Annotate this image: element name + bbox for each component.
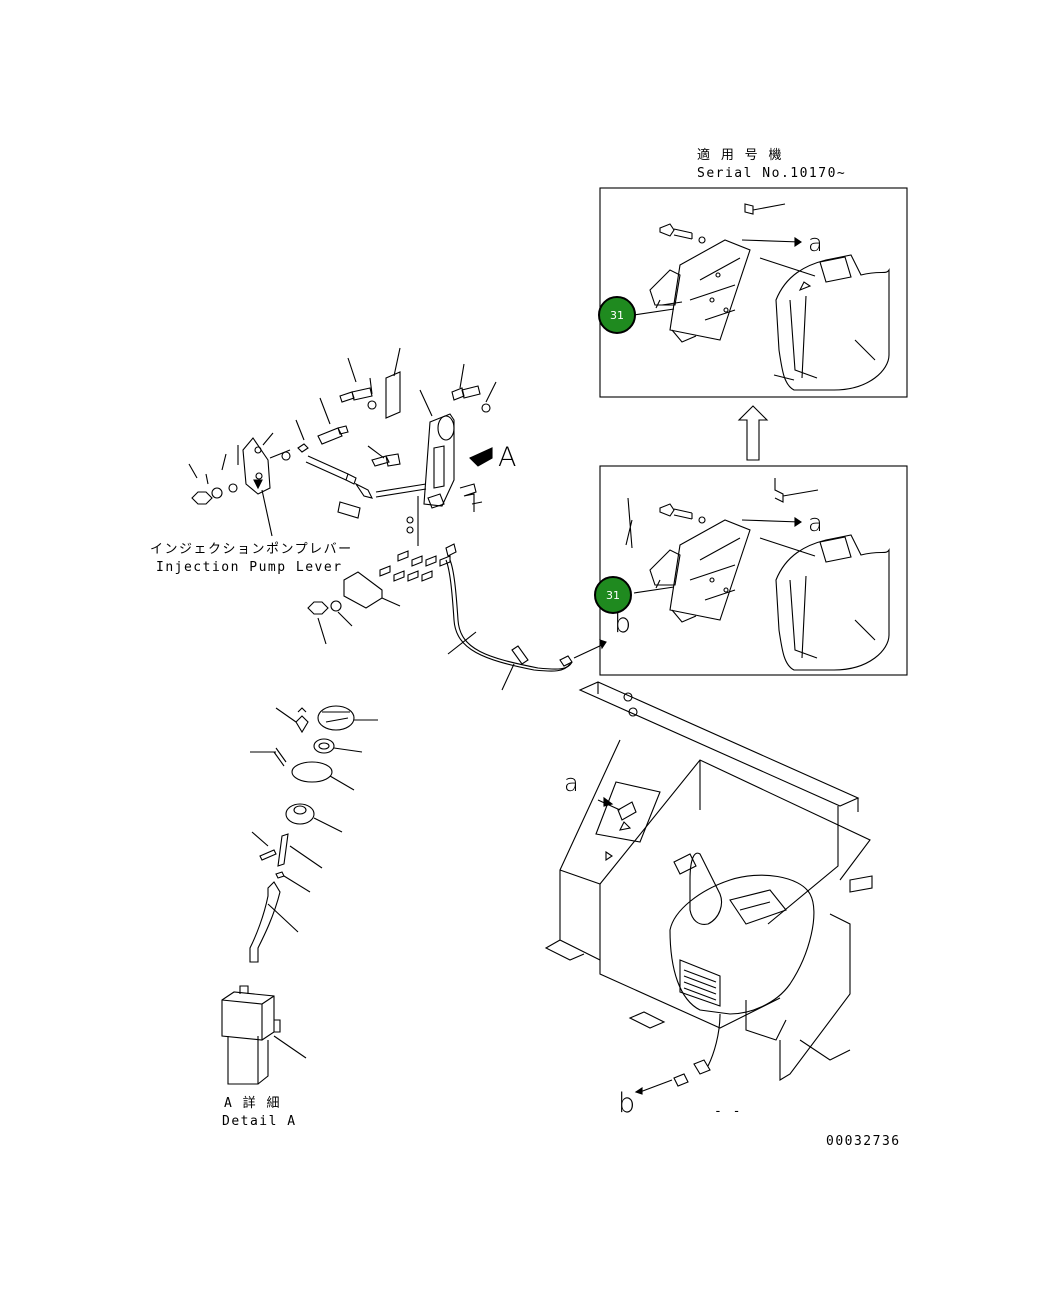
serial-number-label: Serial No.10170~ [697,166,847,181]
detail-a-label-en: Detail A [222,1114,297,1129]
applicable-models-label-jp: 適 用 号 機 [697,148,783,163]
injection-pump-lever-label-en: Injection Pump Lever [156,560,343,575]
dash-mark: - - [714,1104,742,1119]
letter-b-cable: b [614,608,632,639]
letter-a-top-inset: a [808,229,823,257]
letter-a-main: a [564,769,579,797]
inset-box-top [599,187,908,398]
drawing-number: 00032736 [826,1134,901,1149]
injection-pump-lever-label-jp: インジェクションポンプレバー [150,542,353,557]
part-number-badge-top[interactable]: 31 [598,296,636,334]
letter-a-mid-inset: a [808,509,823,537]
inset-box-middle [599,465,908,676]
up-arrow [737,405,769,461]
detail-a-label-jp: A 詳 細 [224,1096,281,1111]
letter-b-main: b [618,1088,636,1119]
part-number-badge-bottom[interactable]: 31 [594,576,632,614]
letter-A-view: A [498,442,517,473]
main-console-assembly [544,681,873,1095]
linkage-assembly [188,347,607,691]
detail-a-exploded [221,705,378,1085]
